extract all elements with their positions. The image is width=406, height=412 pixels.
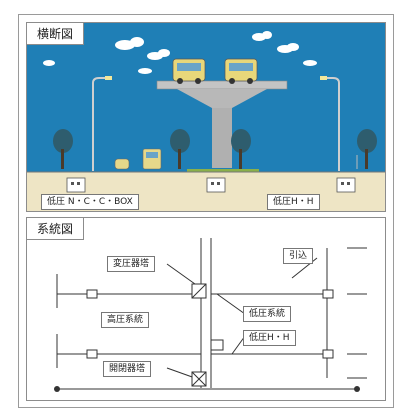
label-low-voltage: 低圧系統 — [243, 306, 292, 322]
junction-boxes — [86, 289, 334, 359]
viaduct-deck — [156, 80, 288, 90]
system-diagram-lines — [54, 238, 367, 392]
leader-switchgear — [166, 367, 196, 379]
line-end-left — [54, 386, 60, 392]
pier-column — [212, 108, 232, 168]
bus-left — [172, 58, 206, 84]
label-high-voltage: 高圧系統 — [101, 312, 150, 328]
clouds — [43, 31, 317, 74]
car-truck — [142, 148, 162, 170]
cross-section-title: 横断図 — [27, 23, 85, 45]
median-strip — [187, 169, 259, 172]
trees — [53, 129, 377, 169]
label-transformer: 変圧器塔 — [107, 256, 156, 272]
street-lights — [92, 77, 340, 171]
hh-label-top: 低圧H・H — [267, 194, 320, 210]
system-title: 系統図 — [27, 218, 85, 240]
underground-boxes — [66, 177, 356, 193]
line-end-right — [354, 386, 360, 392]
figure-frame: 横断図 低圧 N・C・C・BOX 低圧H・H — [18, 14, 394, 408]
label-service: 引込 — [283, 248, 314, 264]
lamp-right — [320, 76, 327, 80]
cross-section-panel: 横断図 低圧 N・C・C・BOX 低圧H・H — [26, 22, 386, 212]
pier-cap — [177, 89, 267, 108]
lamp-left — [105, 76, 112, 80]
leader-transformer — [166, 263, 196, 285]
cross-section-illustration — [27, 23, 385, 211]
label-low-hh: 低圧H・H — [243, 330, 296, 346]
leader-low-voltage — [216, 293, 246, 315]
bus-right — [224, 58, 258, 84]
switchgear-symbol — [191, 371, 207, 387]
box-ducts — [71, 182, 350, 185]
transformer-symbol — [191, 283, 207, 299]
leader-low-hh — [231, 335, 246, 355]
system-diagram-panel: 系統図 変圧器塔 高圧系統 開閉器塔 低圧系統 低圧H・H 引込 — [26, 217, 386, 401]
label-switchgear: 開閉器塔 — [103, 361, 152, 377]
box-label: 低圧 N・C・C・BOX — [41, 194, 139, 210]
car-small — [114, 158, 130, 170]
